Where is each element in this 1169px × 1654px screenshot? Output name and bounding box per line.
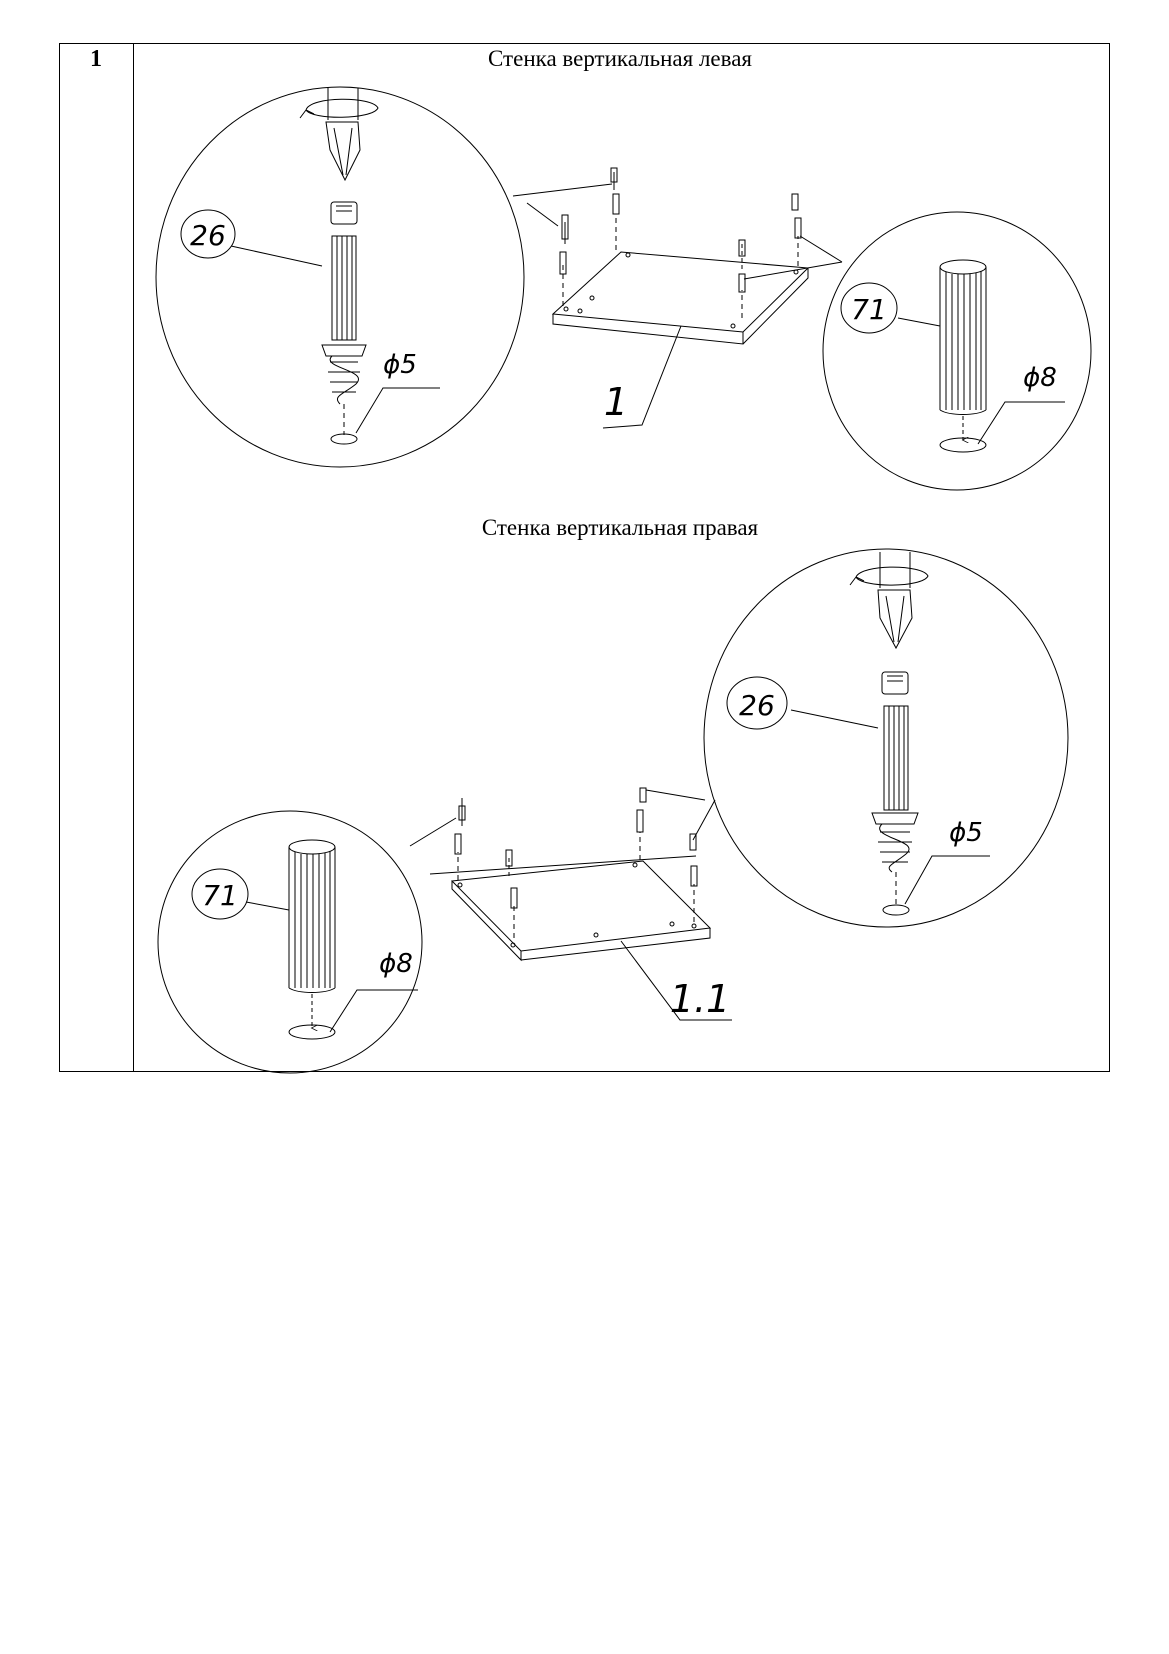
detail-circle-dowel-right — [157, 810, 423, 1074]
part-number-26-left: 26 — [180, 209, 236, 259]
hole-diameter-8-right: ϕ8 — [379, 949, 413, 979]
part-number-26-right: 26 — [726, 676, 788, 730]
part-number-71-right: 71 — [191, 868, 249, 920]
svg-text:71: 71 — [851, 293, 887, 326]
svg-text:26: 26 — [739, 689, 775, 722]
hole-diameter-5-right: ϕ5 — [949, 818, 983, 848]
detail-circle-dowel-left — [822, 211, 1092, 491]
part-number-71-left: 71 — [840, 282, 898, 334]
panel-1-1-board — [409, 787, 732, 1021]
svg-text:71: 71 — [202, 879, 238, 912]
svg-text:26: 26 — [190, 219, 226, 252]
detail-circle-cam-bolt-right — [703, 548, 1069, 928]
section-title-left-wall: Стенка вертикальная левая — [488, 46, 752, 71]
hole-diameter-8-left: ϕ8 — [1023, 363, 1057, 393]
section-title-right-wall: Стенка вертикальная правая — [481, 515, 759, 540]
step-number: 1 — [90, 46, 102, 72]
panel-label-1: 1 — [604, 380, 628, 424]
detail-circle-cam-bolt-left — [155, 86, 525, 468]
panel-1-board — [512, 167, 843, 429]
hole-diameter-5-left: ϕ5 — [383, 350, 417, 380]
column-divider — [133, 43, 134, 1072]
instruction-frame — [59, 43, 1110, 1072]
panel-label-1-1: 1.1 — [670, 977, 730, 1021]
